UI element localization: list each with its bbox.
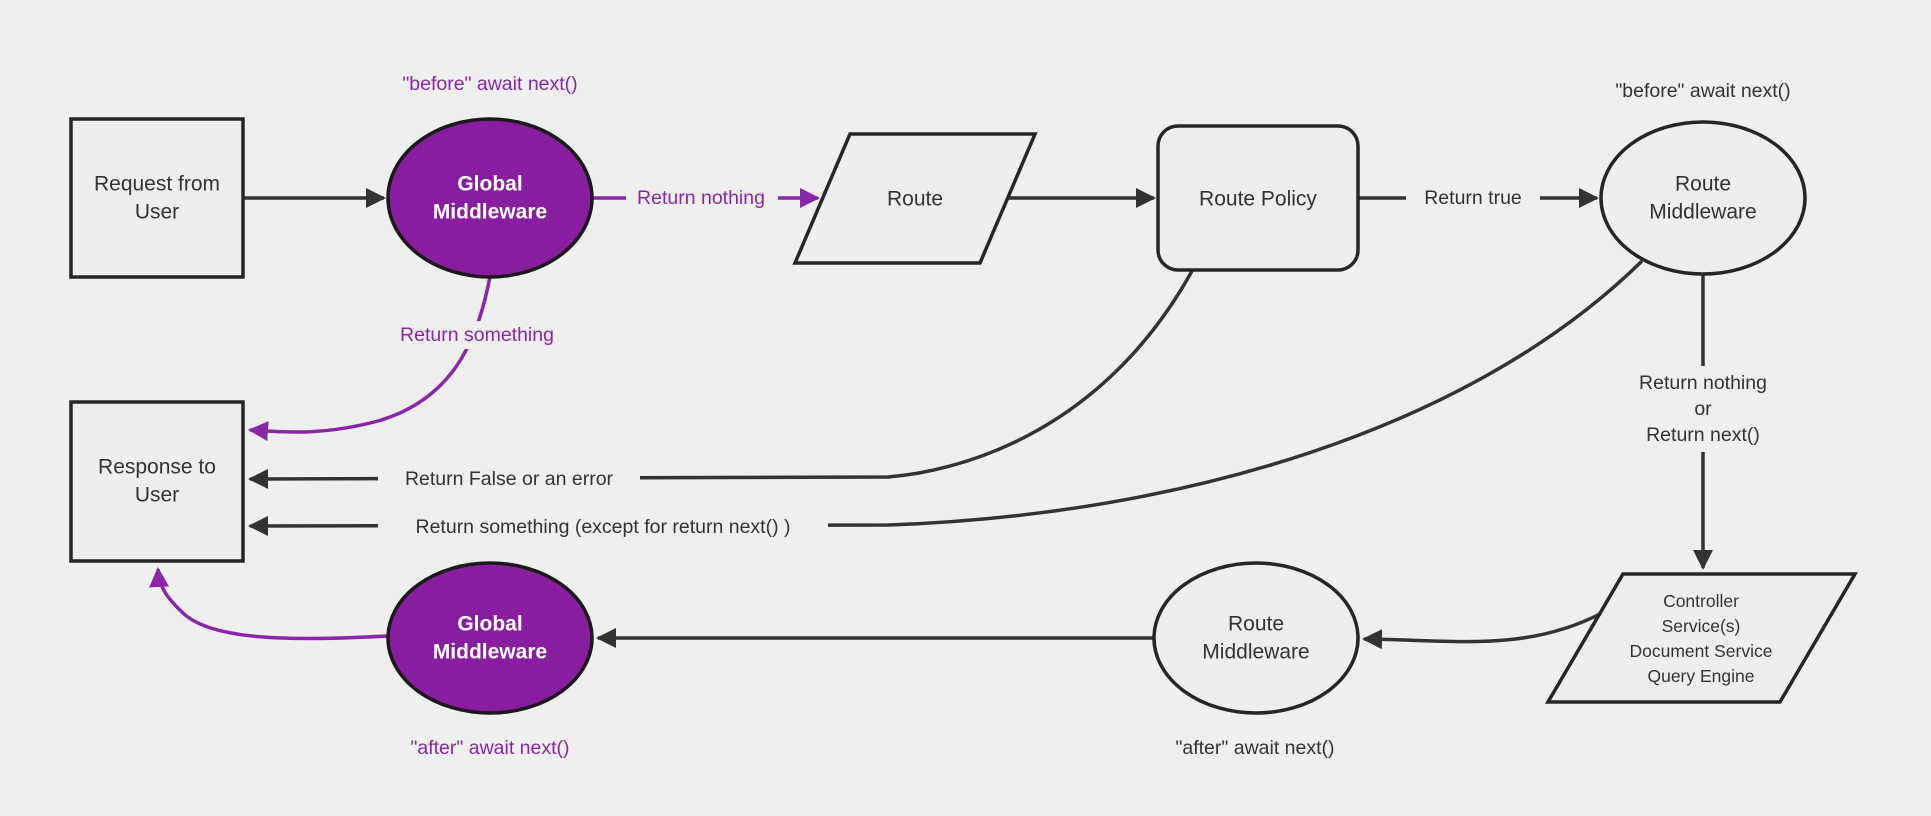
node-response-to-user-label-line1: Response to — [98, 456, 216, 479]
label-before-await-next-route: "before" await next() — [1615, 80, 1790, 102]
label-after-await-next-route: "after" await next() — [1175, 737, 1334, 759]
node-request-from-user — [69, 117, 245, 279]
node-global-middleware-bottom-label-line1: Global — [457, 613, 522, 636]
label-return-false-or-error: Return False or an error — [405, 468, 614, 490]
edge-global-middleware-bottom-to-response — [149, 567, 389, 641]
label-return-true-bg — [1406, 183, 1540, 213]
node-route-policy-label: Route Policy — [1199, 188, 1317, 211]
label-return-something-except: Return something (except for return next… — [416, 516, 791, 538]
label-return-nothing-or-line1: Return nothing — [1639, 372, 1767, 394]
node-global-middleware-top — [386, 117, 594, 279]
edge-global-middleware-top-to-response — [248, 276, 492, 442]
node-controller-label-line2: Service(s) — [1662, 616, 1741, 636]
label-after-await-next-global: "after" await next() — [410, 737, 569, 759]
label-return-nothing-or-line3: Return next() — [1646, 424, 1760, 446]
edge-route-policy-to-response — [248, 270, 1194, 489]
label-return-nothing-or-line2: or — [1694, 398, 1712, 420]
label-return-nothing: Return nothing — [637, 187, 765, 209]
edge-controller-to-route-middleware-bottom — [1362, 612, 1601, 650]
node-response-to-user — [69, 400, 245, 563]
label-return-false-bg — [378, 464, 640, 494]
node-route — [792, 132, 1038, 265]
node-controller-services — [1544, 572, 1859, 704]
node-route-middleware-bottom-label-line2: Middleware — [1202, 641, 1309, 664]
node-request-from-user-label-line1: Request from — [94, 173, 220, 196]
label-return-something-except-bg — [378, 511, 828, 541]
label-before-await-next-global: "before" await next() — [402, 73, 577, 95]
label-return-something: Return something — [400, 324, 554, 346]
label-return-nothing-or-bg — [1615, 366, 1791, 452]
node-controller-label-line4: Query Engine — [1647, 666, 1754, 686]
node-route-middleware-top-label-line2: Middleware — [1649, 201, 1756, 224]
label-return-true: Return true — [1424, 187, 1522, 209]
label-return-nothing-bg — [626, 183, 778, 213]
node-route-label: Route — [887, 188, 943, 211]
edge-route-middleware-top-to-response — [248, 259, 1644, 536]
node-route-policy — [1156, 124, 1360, 272]
node-global-middleware-bottom — [386, 561, 594, 715]
node-route-middleware-bottom — [1152, 561, 1360, 715]
label-return-something-bg — [384, 321, 568, 349]
node-controller-label-line3: Document Service — [1630, 641, 1773, 661]
node-route-middleware-bottom-label-line1: Route — [1228, 613, 1284, 636]
node-controller-label-line1: Controller — [1663, 591, 1739, 611]
node-route-middleware-top-label-line1: Route — [1675, 173, 1731, 196]
node-response-to-user-label-line2: User — [135, 484, 179, 507]
node-request-from-user-label-line2: User — [135, 201, 179, 224]
node-global-middleware-top-label-line2: Middleware — [433, 201, 547, 224]
node-global-middleware-top-label-line1: Global — [457, 173, 522, 196]
node-route-middleware-top — [1599, 120, 1807, 276]
node-global-middleware-bottom-label-line2: Middleware — [433, 641, 547, 664]
